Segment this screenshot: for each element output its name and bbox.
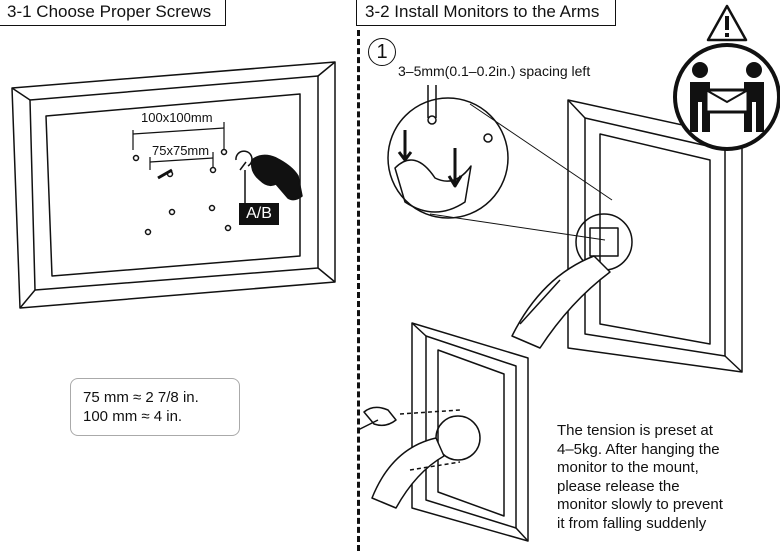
note-line: it from falling suddenly [557, 514, 707, 532]
screw-left [157, 150, 253, 180]
tension-note: The tension is preset at 4–5kg. After ha… [557, 422, 777, 533]
two-person-lift-icon [673, 43, 780, 151]
hand-icon [250, 154, 303, 201]
note-line: monitor slowly to prevent [557, 496, 723, 513]
zoom-circle [387, 97, 509, 219]
conversion-line-1: 75 mm ≈ 2 7/8 in. [83, 389, 199, 406]
monitor-right-lower [357, 322, 529, 542]
dimension-lines [132, 122, 225, 170]
note-line: monitor to the mount, [557, 459, 699, 476]
note-line: 4–5kg. After hanging the [557, 440, 720, 458]
conversion-line-2: 100 mm ≈ 4 in. [83, 408, 183, 425]
monitor-back-left [11, 61, 336, 309]
pattern-75-label: 75x75mm [152, 143, 210, 158]
warning-icon [706, 4, 748, 42]
pattern-100-label: 100x100mm [141, 110, 213, 125]
note-line: The tension is preset at [557, 422, 713, 439]
note-line: please release the [557, 477, 680, 495]
screw-holes [132, 148, 232, 236]
monitor-right-upper [511, 99, 743, 373]
section-title-choose-screws: 3-1 Choose Proper Screws [0, 0, 226, 26]
spacing-note: 3–5mm(0.1–0.2in.) spacing left [398, 63, 591, 79]
section-title-install-monitors: 3-2 Install Monitors to the Arms [356, 0, 616, 26]
conversion-box: 75 mm ≈ 2 7/8 in. 100 mm ≈ 4 in. [70, 378, 240, 436]
section-divider [357, 30, 360, 551]
step-number: 1 [368, 38, 396, 66]
screw-type-label: A/B [239, 203, 279, 225]
